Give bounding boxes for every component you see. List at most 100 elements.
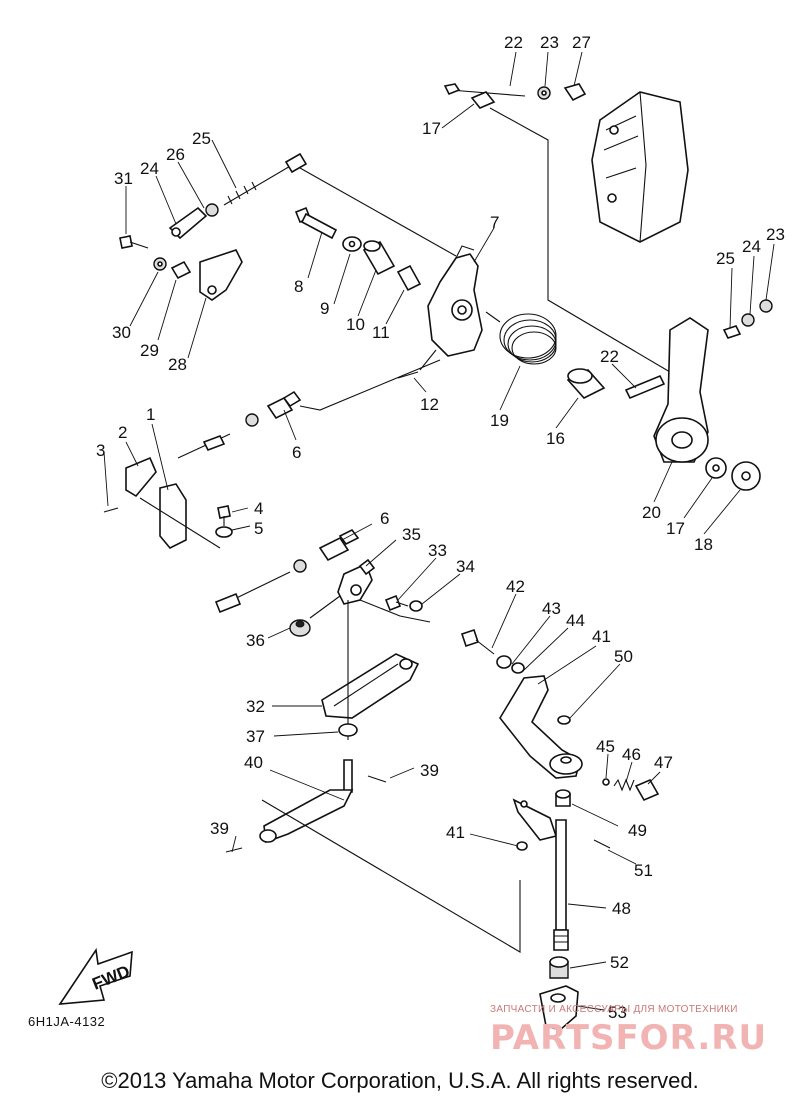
forward-arrow-icon: FWD	[58, 947, 133, 1005]
callout-53: 52	[610, 953, 629, 972]
callout-25: 24	[140, 159, 159, 178]
callout-4: 4	[254, 499, 263, 518]
callout-16: 19	[490, 411, 509, 430]
part-plate-2	[125, 456, 157, 498]
part-ball-46	[602, 778, 610, 786]
part-washer-14	[705, 457, 727, 479]
part-collar-30	[170, 260, 192, 280]
part-lever-42	[499, 675, 583, 779]
watermark-logo: PARTSFOR.RU	[490, 1018, 768, 1058]
part-shaft-40	[259, 759, 354, 844]
callout-44: 43	[542, 599, 561, 618]
callout-8: 12	[420, 395, 439, 414]
part-collar-22	[722, 325, 742, 339]
callout-48: 47	[654, 753, 673, 772]
callout-46: 45	[596, 737, 615, 756]
part-washer-35	[409, 600, 423, 612]
part-rod-26	[223, 152, 308, 206]
part-washer-10	[342, 236, 362, 252]
part-bracket-1	[159, 483, 187, 549]
part-washer-31	[153, 257, 167, 271]
part-shaft-49	[553, 819, 569, 951]
part-housing	[591, 91, 689, 243]
callout-41: 41	[446, 823, 465, 842]
part-lever-17	[653, 317, 709, 463]
callout-labels: 22 23 27 17 25 26 24 31 30 29 28 8 9 10 …	[96, 33, 785, 1022]
callout-23: 22	[504, 33, 523, 52]
part-spring-47	[613, 778, 635, 792]
callout-14: 17	[666, 519, 685, 538]
callout-43: 42	[506, 577, 525, 596]
part-bolt-9	[294, 206, 338, 240]
callout-47: 46	[622, 745, 641, 764]
part-bolt-32	[119, 235, 149, 249]
callout-37: 36	[246, 631, 265, 650]
callout-50: 49	[628, 821, 647, 840]
part-bolt-34	[384, 594, 409, 612]
callout-45: 44	[566, 611, 585, 630]
part-nut-24	[537, 86, 551, 100]
part-lever-29	[199, 249, 243, 301]
callout-3: 3	[96, 441, 105, 460]
callout-31: 30	[112, 323, 131, 342]
callout-9: 8	[294, 277, 303, 296]
callout-5: 5	[254, 519, 263, 538]
part-nut-20	[759, 299, 773, 313]
part-plate-41	[512, 798, 558, 851]
part-bolt-4	[217, 505, 231, 526]
callout-28: 27	[572, 33, 591, 52]
part-link-25	[168, 206, 208, 240]
part-pin-39a	[367, 775, 387, 783]
part-bolt-19	[624, 374, 666, 400]
callout-34: 33	[428, 541, 447, 560]
part-pin-52	[593, 839, 611, 849]
callout-40: 40	[244, 753, 263, 772]
part-grommet-37	[289, 619, 311, 637]
callout-6b: 6	[380, 509, 389, 528]
part-joint-36	[337, 558, 376, 605]
callout-22: 25	[716, 249, 735, 268]
part-washer-21	[741, 313, 755, 327]
part-pin-3	[103, 507, 119, 513]
part-washer-45	[511, 662, 525, 674]
drawing-code: 6H1JA-4132	[28, 1014, 106, 1029]
callout-33: 32	[246, 697, 265, 716]
part-washer-5	[215, 526, 233, 538]
callout-24: 23	[540, 33, 559, 52]
part-nut-27	[205, 203, 219, 217]
callout-1: 1	[146, 405, 155, 424]
part-cable-6-upper	[177, 390, 302, 459]
callout-42: 41	[592, 627, 611, 646]
part-collar-50	[555, 789, 571, 807]
callout-7: 7	[490, 213, 499, 232]
part-collar-12	[396, 264, 422, 292]
part-collar-13	[566, 368, 606, 399]
callout-11: 10	[346, 315, 365, 334]
part-pin-39b	[225, 847, 243, 853]
callout-39b: 39	[210, 819, 229, 838]
part-collar-53	[549, 956, 569, 979]
callout-17: 20	[642, 503, 661, 522]
callout-52: 51	[634, 861, 653, 880]
callout-54: 53	[608, 1003, 627, 1022]
callout-32: 31	[114, 169, 133, 188]
callout-36: 35	[402, 525, 421, 544]
callout-10: 9	[320, 299, 329, 318]
watermark-tagline: ЗАПЧАСТИ И АКСЕССУАРЫ ДЛЯ МОТОТЕХНИКИ	[490, 1004, 738, 1015]
part-spring-16	[485, 311, 557, 365]
part-joint-28	[563, 83, 587, 102]
part-pin-8	[397, 371, 419, 379]
callout-19: 22	[600, 347, 619, 366]
callout-20: 23	[766, 225, 785, 244]
callout-2: 2	[118, 423, 127, 442]
part-cable-6-lower	[214, 528, 360, 614]
copyright-notice: ©2013 Yamaha Motor Corporation, U.S.A. A…	[101, 1068, 699, 1093]
part-collar-11	[362, 240, 396, 276]
callout-27: 26	[166, 145, 185, 164]
part-joint-18	[470, 91, 496, 109]
part-washer-15	[731, 461, 761, 491]
callout-26: 25	[192, 129, 211, 148]
part-plug-48	[634, 778, 660, 802]
callout-39a: 39	[420, 761, 439, 780]
